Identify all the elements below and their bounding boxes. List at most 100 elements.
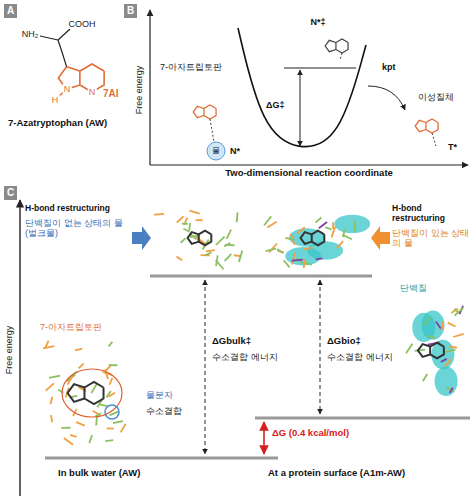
bond-line xyxy=(224,243,230,246)
bond-line xyxy=(236,212,239,222)
bond-line xyxy=(206,250,215,251)
condition-label: In bulk water (AW) xyxy=(58,468,140,479)
molecule-name: 7AI xyxy=(103,88,119,100)
bond-line xyxy=(51,397,53,404)
bond-line xyxy=(89,435,92,443)
bond-line xyxy=(205,252,211,255)
bond-line xyxy=(45,457,278,460)
bond-line xyxy=(45,341,49,349)
state-label: N* xyxy=(230,146,240,156)
bond-line xyxy=(205,280,206,454)
md-snapshot xyxy=(154,211,242,270)
blue-arrow xyxy=(132,226,151,250)
bond-line xyxy=(239,251,242,262)
bond-line xyxy=(303,248,312,250)
bond-line xyxy=(427,336,435,338)
atom-label: COOH xyxy=(68,19,97,29)
energy-curve xyxy=(238,28,366,147)
bond-line xyxy=(216,260,224,269)
protein-label: 단백질 xyxy=(400,283,427,293)
bond-line xyxy=(451,309,458,313)
bond-line xyxy=(263,422,265,454)
energy-difference: ΔG (0.4 kcal/mol) xyxy=(272,428,349,439)
atom-label: NH₂ xyxy=(21,29,40,39)
rate-label: kpt xyxy=(382,62,396,72)
bond-line xyxy=(176,256,182,260)
bond-line xyxy=(423,374,427,381)
bond-line xyxy=(113,421,123,423)
bond-line xyxy=(332,222,334,229)
energy-label: ΔGbio‡ xyxy=(327,336,361,347)
atom-label: H xyxy=(51,95,60,105)
bond-line xyxy=(285,238,294,240)
bond-line xyxy=(58,29,70,40)
bond-line xyxy=(105,439,113,442)
bond-line xyxy=(426,119,438,133)
bond-line xyxy=(76,422,85,426)
bond-line xyxy=(227,230,232,239)
bond-line xyxy=(320,280,321,414)
bond-line xyxy=(455,308,464,316)
bond-line xyxy=(40,36,58,40)
bond-line xyxy=(267,222,276,228)
state-label: T* xyxy=(448,142,457,152)
bond-line xyxy=(150,164,468,165)
bond-line xyxy=(181,238,186,242)
bond-line xyxy=(225,254,232,261)
bond-line xyxy=(306,263,312,265)
bond-line xyxy=(300,70,301,146)
bond-line xyxy=(292,253,295,265)
bond-line xyxy=(51,415,52,422)
bond-line xyxy=(269,244,277,253)
bond-line xyxy=(325,40,336,51)
md-snapshot xyxy=(406,306,464,396)
water-circle xyxy=(207,142,225,160)
bond-line xyxy=(255,417,470,420)
bond-line xyxy=(188,223,191,231)
bond-line xyxy=(312,231,325,246)
bond-line xyxy=(121,424,126,432)
bond-line xyxy=(46,383,54,390)
bond-line xyxy=(442,322,444,331)
bond-line xyxy=(107,427,114,429)
bond-line xyxy=(91,384,97,393)
bond-line xyxy=(204,105,216,119)
bond-line xyxy=(58,40,67,67)
bond-line xyxy=(188,232,199,244)
bond-line xyxy=(406,344,413,354)
bond-line xyxy=(337,241,343,248)
panel-letter: C xyxy=(4,186,17,200)
isomer-label: 이성질체 xyxy=(418,92,454,102)
bond-line xyxy=(84,382,103,404)
bond-line xyxy=(316,258,323,259)
bond-line xyxy=(70,435,77,437)
bond-line xyxy=(430,343,444,359)
md-snapshot xyxy=(264,215,370,268)
bond-line xyxy=(448,323,456,327)
bond-line xyxy=(432,133,436,146)
molecule-name: 7-아자트립토판 xyxy=(160,62,222,72)
bond-line xyxy=(68,384,85,402)
kpt-arrow xyxy=(368,86,405,110)
panel-letter: A xyxy=(4,4,17,18)
water-label: 단백질이 없는 상태의 물 (벌크물) xyxy=(25,218,131,239)
bond-line xyxy=(325,227,331,229)
bond-line xyxy=(424,317,429,326)
bond-line xyxy=(315,218,321,223)
energy-label: ΔGbulk‡ xyxy=(212,336,251,347)
bond-line xyxy=(154,213,164,216)
panel-letter-text: B xyxy=(127,5,134,16)
bond-line xyxy=(193,106,204,117)
bond-line xyxy=(216,237,225,245)
molecule-name: 7-아자트립토판 xyxy=(40,322,102,332)
bond-line xyxy=(418,344,430,357)
bond-line xyxy=(149,10,150,165)
process-label: H-bond restructuring xyxy=(392,204,470,224)
axis-label: Two-dimensional reaction coordinate xyxy=(225,168,393,179)
water-label: 물분자 xyxy=(146,390,173,400)
bond-line xyxy=(415,350,425,351)
water-label: 단백질이 있는 상태의 물 xyxy=(392,228,470,249)
bond-line xyxy=(93,411,101,416)
bond-line xyxy=(450,388,453,393)
